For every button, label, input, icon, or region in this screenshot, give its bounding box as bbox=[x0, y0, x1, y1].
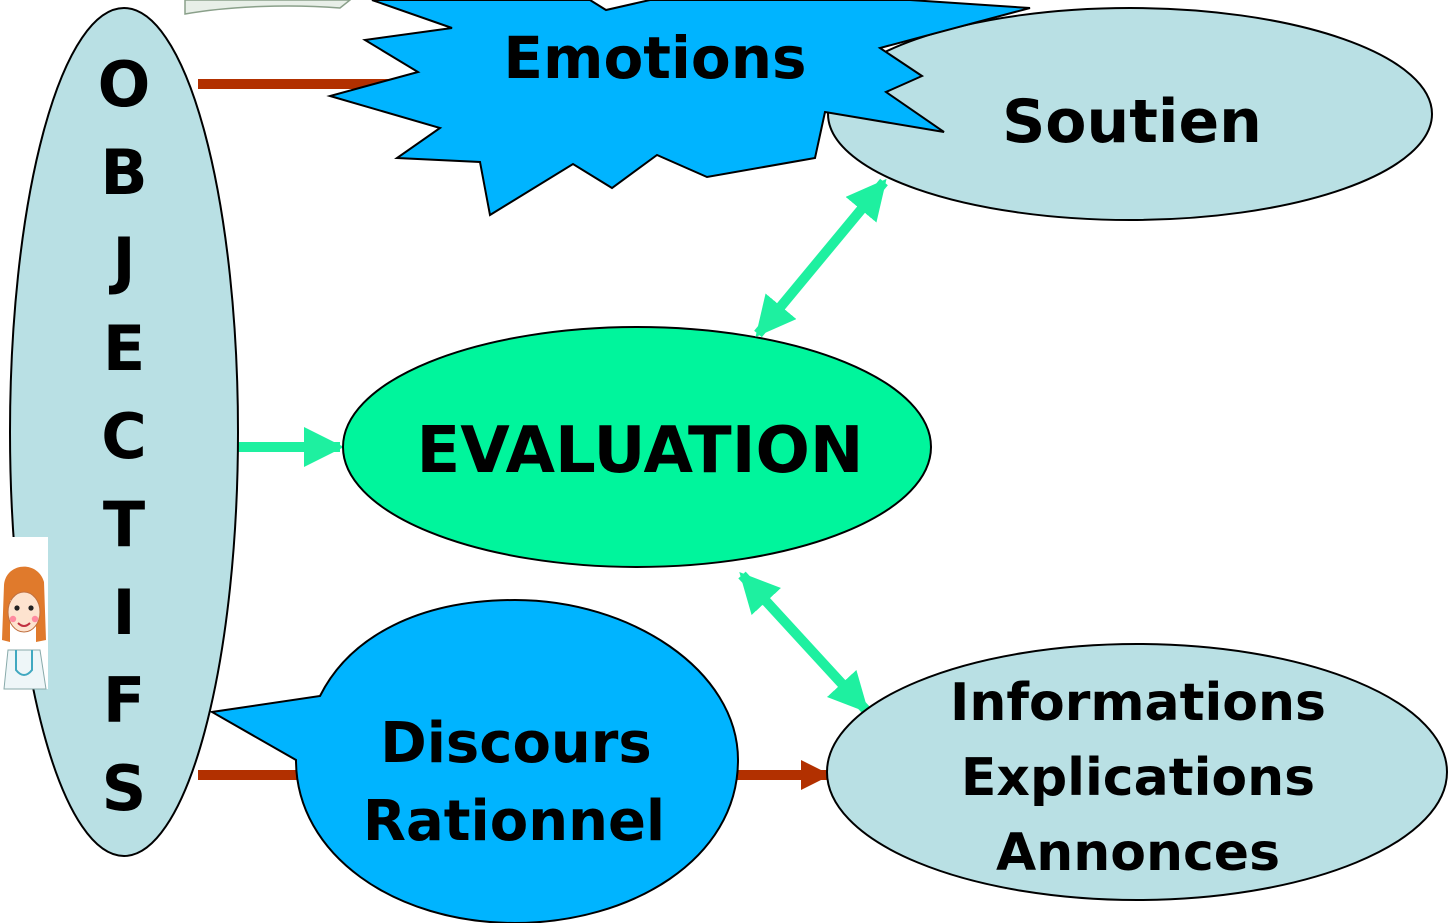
objectifs-letter: F bbox=[103, 664, 145, 737]
soutien-label: Soutien bbox=[1002, 87, 1262, 157]
informations-ellipse bbox=[826, 643, 1448, 901]
objectifs-letter: S bbox=[102, 752, 147, 825]
emotions-burst bbox=[326, 0, 1031, 217]
evaluation-ellipse bbox=[342, 326, 932, 568]
objectifs-letter: J bbox=[108, 224, 135, 297]
evaluation-label: EVALUATION bbox=[417, 414, 864, 488]
informations-label-line: Explications bbox=[961, 748, 1315, 808]
informations-label-line: Informations bbox=[950, 673, 1326, 733]
discours-label-line: Rationnel bbox=[363, 789, 665, 854]
objectifs-letter: B bbox=[100, 136, 147, 209]
informations-label-line: Annonces bbox=[996, 823, 1280, 883]
emotions-label: Emotions bbox=[503, 24, 806, 92]
objectifs-letter: C bbox=[101, 400, 147, 473]
objectifs-ellipse bbox=[9, 7, 239, 857]
arrow-evaluation-soutien bbox=[754, 178, 888, 338]
discours-speech-bubble bbox=[208, 598, 740, 923]
objectifs-letter: E bbox=[103, 312, 145, 385]
arrow-evaluation-informations bbox=[738, 571, 870, 714]
objectifs-letter: O bbox=[98, 48, 151, 121]
soutien-ellipse bbox=[827, 7, 1433, 221]
decorative-sketch-fragment bbox=[184, 0, 352, 15]
objectifs-letters: O B J E C T I F S bbox=[98, 48, 151, 825]
objectifs-letter: I bbox=[112, 576, 135, 649]
discours-label-line: Discours bbox=[380, 711, 652, 776]
doctor-illustration bbox=[0, 537, 48, 690]
objectifs-letter: T bbox=[103, 488, 145, 561]
